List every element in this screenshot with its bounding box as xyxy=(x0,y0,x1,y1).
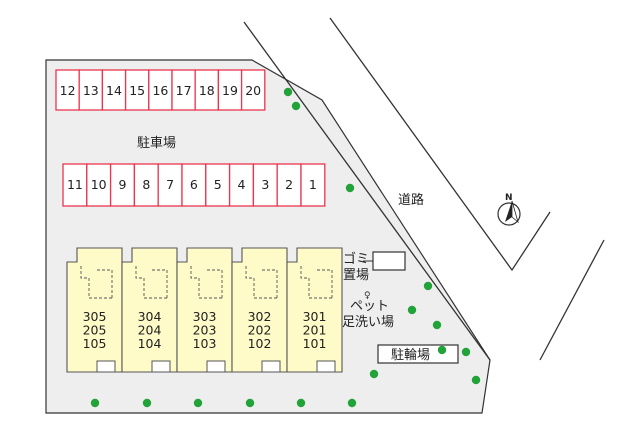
unit-number: 201 xyxy=(303,323,327,338)
parking-slot-number: 16 xyxy=(152,83,168,98)
unit-number: 305 xyxy=(83,309,107,324)
parking-slot-number: 11 xyxy=(67,177,83,192)
pet-footwash-area: ♀ ペット 足洗い場 xyxy=(342,291,394,330)
parking-slot-number: 9 xyxy=(119,177,127,192)
parking-slot-number: 3 xyxy=(261,177,269,192)
parking-slot-number: 4 xyxy=(238,177,246,192)
parking-slot-number: 12 xyxy=(60,83,76,98)
unit-number: 104 xyxy=(138,336,162,351)
tree-icon xyxy=(423,281,433,291)
trees xyxy=(90,87,481,408)
unit-number: 303 xyxy=(193,309,217,324)
unit-number: 202 xyxy=(248,323,272,338)
tree-icon xyxy=(471,375,481,385)
parking-slot: 11 xyxy=(62,163,88,207)
parking-slot: 13 xyxy=(78,69,104,111)
tree-icon xyxy=(283,87,293,97)
tree-icon xyxy=(142,398,152,408)
unit-number: 302 xyxy=(248,309,272,324)
parking-slot-number: 10 xyxy=(91,177,107,192)
road-label: 道路 xyxy=(398,192,424,208)
apartment-building: 3052051053042041043032031033022021023012… xyxy=(66,247,343,373)
bicycle-parking: 駐輪場 xyxy=(377,344,459,364)
parking-slot: 2 xyxy=(276,163,302,207)
parking-slot-number: 19 xyxy=(222,83,238,98)
unit-number: 304 xyxy=(138,309,162,324)
tree-icon xyxy=(345,183,355,193)
parking-slot: 8 xyxy=(133,163,159,207)
parking-slot-number: 18 xyxy=(199,83,215,98)
unit-number: 203 xyxy=(193,323,217,338)
parking-slot: 1 xyxy=(300,163,326,207)
tree-icon xyxy=(291,101,301,111)
road-lines xyxy=(243,17,605,361)
north-compass-icon: N xyxy=(497,193,521,226)
parking-slot: 6 xyxy=(181,163,207,207)
unit-number: 301 xyxy=(303,309,327,324)
parking-slot-number: 20 xyxy=(245,83,261,98)
tree-icon xyxy=(437,345,447,355)
parking-slot-number: 15 xyxy=(129,83,145,98)
parking-slot-number: 5 xyxy=(214,177,222,192)
tree-icon xyxy=(296,398,306,408)
unit-number: 205 xyxy=(83,323,107,338)
tree-icon xyxy=(193,398,203,408)
unit-number: 204 xyxy=(138,323,162,338)
parking-slot-number: 6 xyxy=(190,177,198,192)
garbage-label-line2: 置場 xyxy=(343,268,369,283)
pet-label-line1: ペット xyxy=(350,299,389,314)
parking-slot-number: 17 xyxy=(176,83,192,98)
faucet-icon: ♀ xyxy=(364,291,371,301)
tree-icon xyxy=(432,320,442,330)
unit-number: 105 xyxy=(83,336,107,351)
parking-slot-number: 8 xyxy=(142,177,150,192)
garbage-area: ゴミ 置場 xyxy=(343,251,406,283)
unit-number: 101 xyxy=(303,336,327,351)
tree-icon xyxy=(407,305,417,315)
parking-slot-number: 1 xyxy=(309,177,317,192)
parking-slot: 3 xyxy=(252,163,278,207)
parking-slot-number: 13 xyxy=(83,83,99,98)
parking-slot: 16 xyxy=(148,69,173,111)
parking-slot: 20 xyxy=(240,69,266,111)
parking-slot: 7 xyxy=(157,163,183,207)
parking-slot-number: 14 xyxy=(106,83,122,98)
pet-label-line2: 足洗い場 xyxy=(342,315,394,330)
parking-slot: 18 xyxy=(194,69,220,111)
tree-icon xyxy=(369,369,379,379)
parking-slot: 12 xyxy=(55,69,80,111)
parking-slot: 5 xyxy=(205,163,231,207)
parking-slot: 9 xyxy=(109,163,136,207)
parking-slot: 17 xyxy=(171,69,196,111)
unit-number: 103 xyxy=(193,336,217,351)
north-label: N xyxy=(505,193,513,203)
parking-slot-number: 2 xyxy=(285,177,293,192)
parking-slot: 15 xyxy=(124,69,150,111)
parking-slot: 19 xyxy=(217,69,243,111)
garbage-label-line1: ゴミ xyxy=(343,251,369,267)
parking-slot: 10 xyxy=(86,163,112,207)
bicycle-label: 駐輪場 xyxy=(391,347,430,363)
parking-slot: 14 xyxy=(101,69,127,111)
parking-slot: 4 xyxy=(228,163,255,207)
tree-icon xyxy=(461,347,471,357)
parking-slot-number: 7 xyxy=(166,177,174,192)
parking-label: 駐車場 xyxy=(137,136,176,151)
unit-number: 102 xyxy=(248,336,272,351)
tree-icon xyxy=(245,398,255,408)
tree-icon xyxy=(347,398,357,408)
tree-icon xyxy=(90,398,100,408)
parking-row-top: 12 13 14 15 16 17 18 19 20 xyxy=(55,69,266,111)
